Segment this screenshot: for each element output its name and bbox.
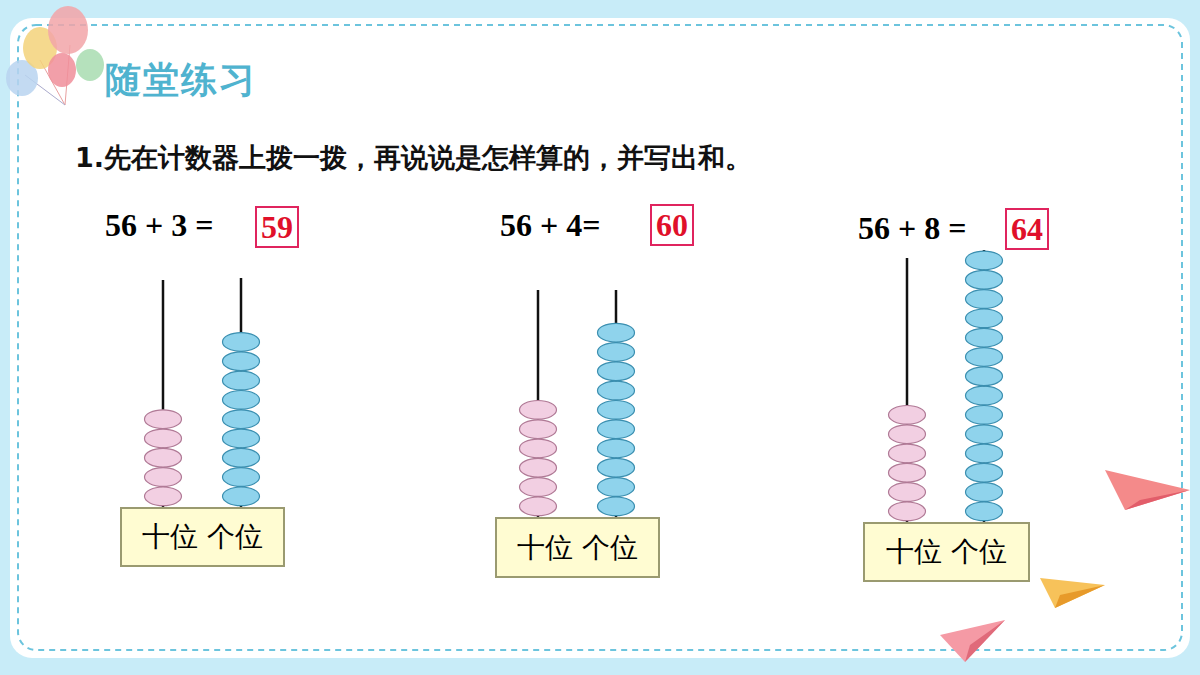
tens-bead <box>145 487 182 506</box>
answer-box: 60 <box>650 204 694 246</box>
ones-bead <box>598 401 635 420</box>
answer-number: 59 <box>261 209 293 246</box>
answer-number: 60 <box>656 207 688 244</box>
ones-bead <box>223 371 260 390</box>
balloons <box>6 6 104 105</box>
tens-bead <box>520 497 557 516</box>
tens-bead <box>889 425 926 444</box>
counter-abacus <box>145 250 1003 522</box>
place-label: 十位 个位 <box>517 529 638 567</box>
ones-bead <box>598 381 635 400</box>
ones-bead <box>966 483 1003 502</box>
place-value-base: 十位 个位 <box>495 517 660 578</box>
tens-bead <box>145 429 182 448</box>
ones-bead <box>966 290 1003 309</box>
tens-bead <box>145 448 182 467</box>
ones-bead <box>966 463 1003 482</box>
ones-bead <box>966 270 1003 289</box>
ones-bead <box>966 444 1003 463</box>
ones-bead <box>598 420 635 439</box>
place-value-base: 十位 个位 <box>863 522 1030 582</box>
slide-title: 随堂练习 <box>105 56 257 105</box>
ones-bead <box>966 406 1003 425</box>
ones-bead <box>223 448 260 467</box>
dashed-frame <box>18 25 1182 650</box>
tens-bead <box>520 420 557 439</box>
tens-bead <box>520 401 557 420</box>
ones-bead <box>223 487 260 506</box>
tens-bead <box>889 502 926 521</box>
place-label: 十位 个位 <box>886 533 1007 571</box>
tens-bead <box>889 463 926 482</box>
ones-bead <box>966 309 1003 328</box>
ones-bead <box>598 458 635 477</box>
ones-bead <box>966 502 1003 521</box>
tens-bead <box>145 410 182 429</box>
equation: 56 + 4= <box>500 207 600 244</box>
ones-bead <box>598 478 635 497</box>
ones-bead <box>223 333 260 352</box>
place-value-base: 十位 个位 <box>120 507 285 567</box>
tens-bead <box>520 439 557 458</box>
ones-bead <box>598 497 635 516</box>
ones-bead <box>966 328 1003 347</box>
answer-box: 64 <box>1005 208 1049 250</box>
tens-bead <box>889 406 926 425</box>
ones-bead <box>223 468 260 487</box>
ones-bead <box>223 410 260 429</box>
question-text: 1.先在计数器上拨一拨，再说说是怎样算的，并写出和。 <box>75 140 752 176</box>
ones-bead <box>598 439 635 458</box>
tens-bead <box>520 478 557 497</box>
ones-bead <box>223 429 260 448</box>
tens-bead <box>145 468 182 487</box>
ones-bead <box>966 425 1003 444</box>
tens-bead <box>889 444 926 463</box>
answer-number: 64 <box>1011 211 1043 248</box>
ones-bead <box>223 352 260 371</box>
answer-box: 59 <box>255 206 299 248</box>
ones-bead <box>598 343 635 362</box>
ones-bead <box>598 362 635 381</box>
place-label: 十位 个位 <box>142 518 263 556</box>
ones-bead <box>966 367 1003 386</box>
ones-bead <box>223 391 260 410</box>
equation: 56 + 3 = <box>105 207 213 244</box>
tens-bead <box>889 483 926 502</box>
content-panel <box>10 18 1190 658</box>
ones-bead <box>598 323 635 342</box>
tens-bead <box>520 458 557 477</box>
ones-bead <box>966 251 1003 270</box>
equation: 56 + 8 = <box>858 210 966 247</box>
ones-bead <box>966 348 1003 367</box>
ones-bead <box>966 386 1003 405</box>
